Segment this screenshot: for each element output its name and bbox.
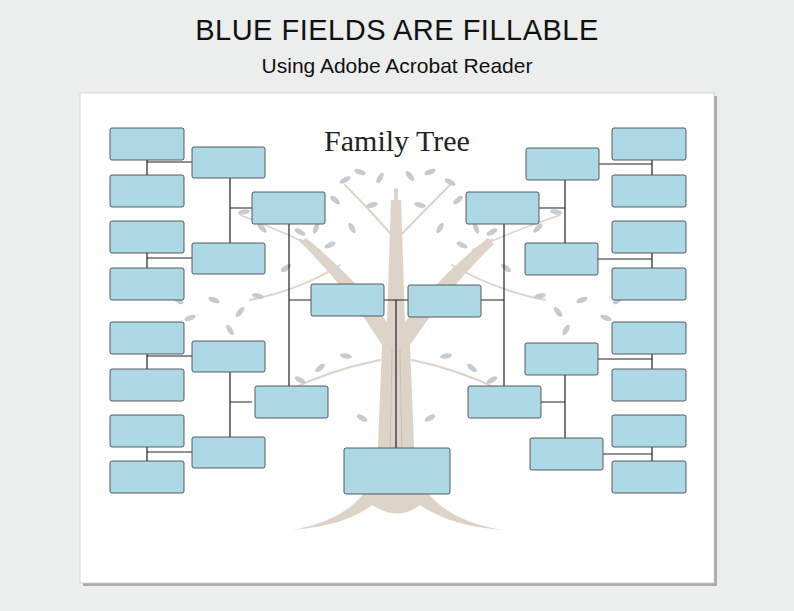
tree-connector-lines (147, 160, 652, 461)
tree-connector-lines (230, 178, 252, 437)
tree-leaves (172, 168, 625, 424)
fillable-field (612, 128, 686, 160)
tree-leaves (280, 262, 293, 273)
tree-branches (412, 360, 500, 390)
tree-leaves (340, 352, 353, 359)
fillable-field (110, 369, 184, 401)
tree-leaves (486, 227, 499, 238)
fillable-field (110, 461, 184, 493)
tree-leaves (329, 194, 342, 206)
tree-leaves (424, 413, 437, 424)
tree-branches (290, 360, 380, 390)
fillable-field (612, 415, 686, 447)
fillable-field (466, 192, 539, 224)
fillable-field (252, 192, 325, 224)
tree-connector-lines (481, 224, 504, 386)
fillable-field (110, 175, 184, 207)
page-heading: BLUE FIELDS ARE FILLABLE (195, 14, 599, 47)
fillable-field (110, 268, 184, 300)
tree-leaves (207, 296, 220, 305)
tree-connector-lines (384, 300, 408, 448)
tree-leaves (550, 208, 563, 215)
fillable-field (525, 243, 598, 275)
tree-leaves (238, 208, 251, 215)
fillable-field (110, 415, 184, 447)
paper-sheet (80, 93, 714, 583)
fillable-field (525, 343, 598, 375)
tree-leaves (552, 306, 564, 319)
fillable-field (612, 175, 686, 207)
tree-leaves (575, 296, 588, 305)
fillable-field (110, 221, 184, 253)
tree-leaves (534, 292, 547, 300)
fillable-field (530, 438, 603, 470)
fillable-field (110, 128, 184, 160)
tree-trunk (292, 200, 502, 530)
tree-leaves (225, 324, 236, 337)
tree-leaves (294, 227, 307, 238)
tree-leaves (375, 172, 386, 185)
fillable-field (468, 386, 541, 418)
tree-leaves (435, 222, 446, 235)
fillable-field (192, 437, 265, 468)
diagram-title: Family Tree (324, 124, 470, 159)
fillable-field (612, 369, 686, 401)
fillable-field (408, 285, 481, 317)
tree-leaves (347, 222, 358, 235)
fillable-field (110, 128, 686, 494)
tree-leaves (599, 314, 612, 323)
tree-leaves (486, 375, 499, 386)
tree-leaves (366, 201, 379, 209)
tree-leaves (423, 168, 436, 177)
tree-branches (345, 185, 396, 240)
tree-leaves (183, 314, 196, 323)
fillable-field (612, 221, 686, 253)
tree-leaves (455, 240, 468, 250)
tree-leaves (414, 201, 427, 209)
fillable-field (110, 322, 184, 354)
fillable-field (344, 448, 450, 494)
tree-leaves (353, 168, 366, 177)
fillable-field (526, 148, 599, 180)
tree-leaves (440, 352, 453, 359)
fillable-field (255, 386, 328, 418)
tree-connector-lines (289, 224, 311, 386)
tree-leaves (234, 306, 246, 319)
tree-trunk (292, 200, 502, 530)
page-subheading: Using Adobe Acrobat Reader (262, 54, 533, 78)
tree-leaves (452, 194, 465, 206)
tree-leaves (466, 362, 479, 374)
tree-leaves (500, 262, 513, 273)
tree-branches (396, 185, 450, 240)
fillable-field (612, 268, 686, 300)
tree-leaves (339, 175, 352, 186)
tree-leaves (314, 362, 327, 374)
fillable-field (311, 284, 384, 316)
tree-leaves (294, 375, 307, 386)
tree-leaves (444, 177, 457, 188)
fillable-field (612, 461, 686, 493)
fillable-field (192, 341, 265, 372)
tree-leaves (561, 324, 572, 337)
tree-connector-lines (539, 180, 565, 438)
paper-sheet (80, 93, 717, 586)
tree-leaves (404, 170, 416, 183)
tree-leaves (252, 292, 265, 300)
fillable-field (612, 322, 686, 354)
fillable-field (192, 243, 265, 274)
tree-leaves (323, 240, 336, 250)
tree-leaves (356, 413, 369, 424)
fillable-field (192, 147, 265, 178)
